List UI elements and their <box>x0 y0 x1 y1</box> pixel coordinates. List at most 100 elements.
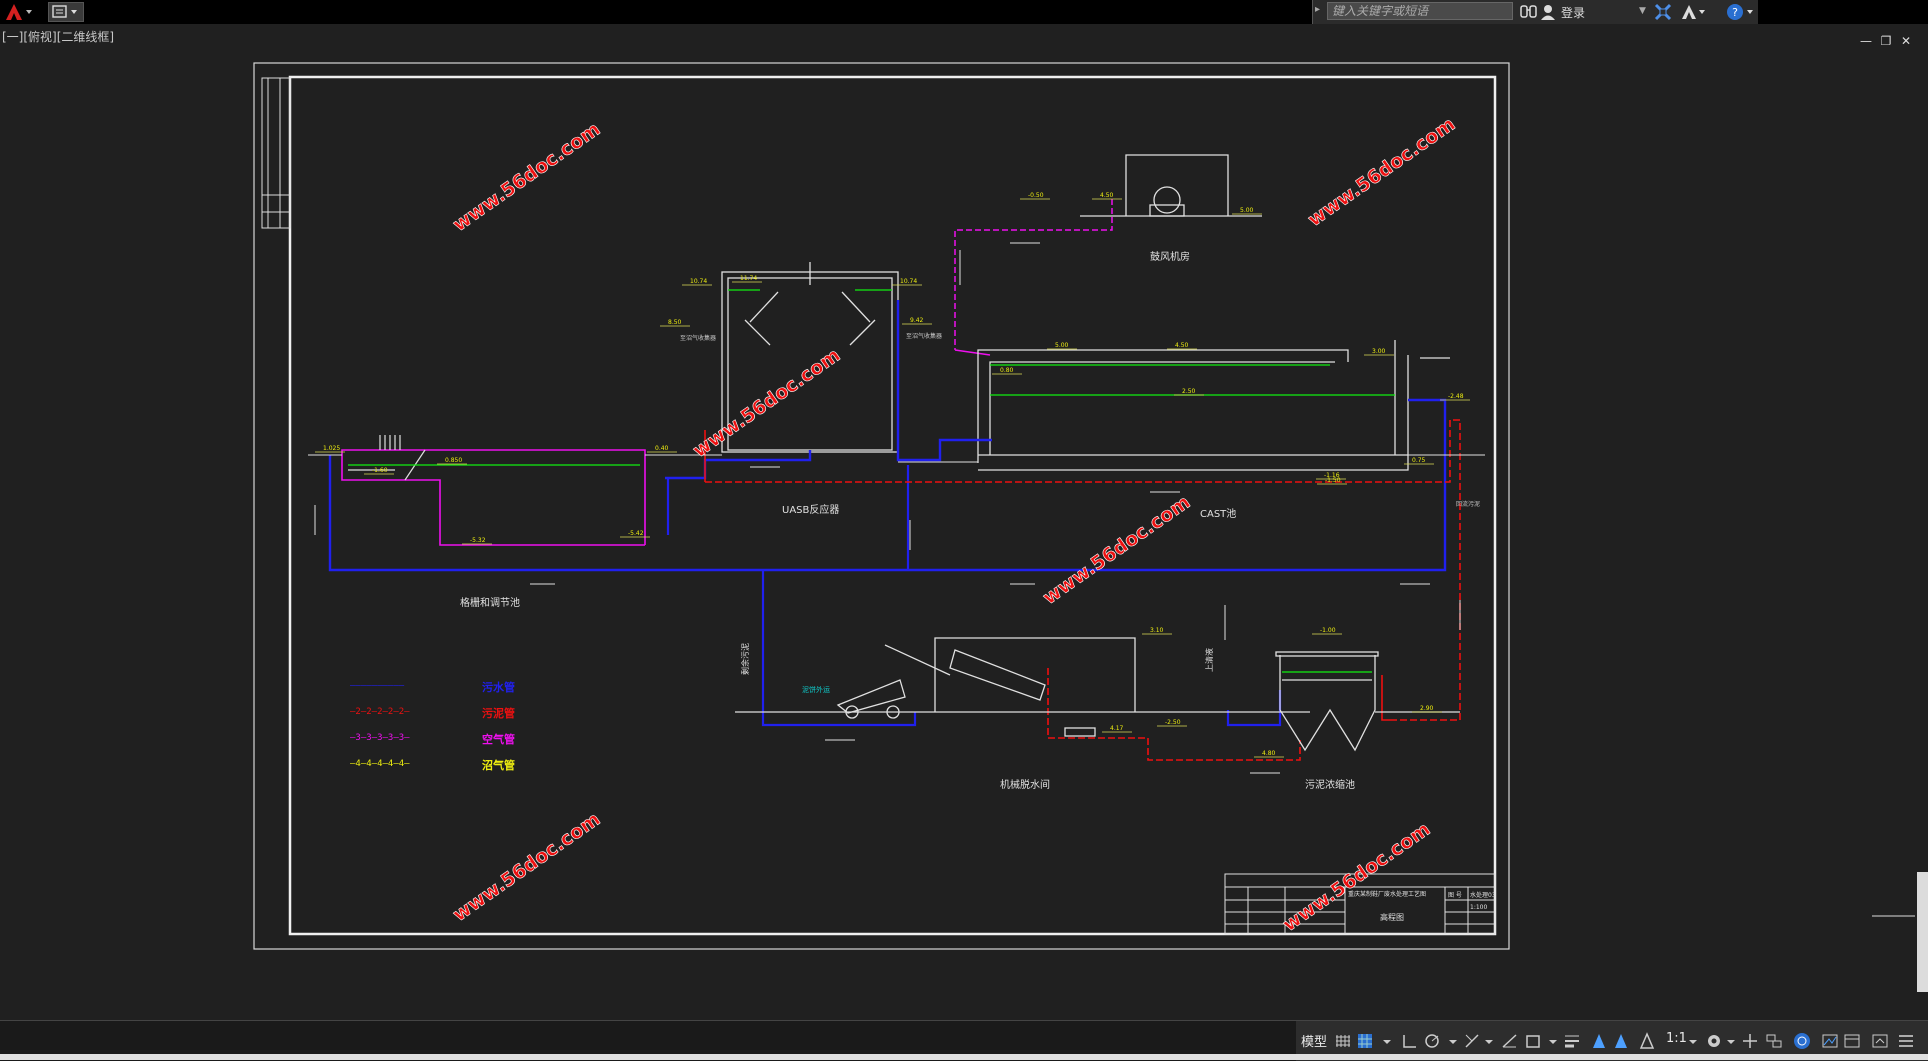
app-menu-button[interactable] <box>2 2 42 22</box>
legend-label: 沼气管 <box>482 758 515 772</box>
chevron-down-icon[interactable]: ▼ <box>1639 6 1646 16</box>
binding-strip <box>261 77 291 229</box>
title-block-sheet: 图 号 <box>1448 892 1462 899</box>
annotation-scale-value[interactable]: 1:1 <box>1666 1031 1687 1046</box>
gear-icon[interactable] <box>1704 1031 1724 1051</box>
grid-tank <box>341 449 646 546</box>
watermark-text: www.56doc.com <box>689 344 844 462</box>
sludge-pipe-main <box>705 419 1461 721</box>
sewage-pipe-uasb-side <box>896 300 992 462</box>
canvas-scrollbar[interactable] <box>1917 872 1928 992</box>
legend-line: —4—4—4—4—4— <box>350 759 410 769</box>
elevation-label: 5.00 <box>1240 207 1254 214</box>
dewatering-label: 机械脱水间 <box>1000 778 1050 791</box>
elevation-label: 0.75 <box>1412 457 1426 464</box>
annotation-monitor-icon[interactable] <box>1590 1031 1610 1051</box>
expand-arrow-icon[interactable]: ▸ <box>1315 4 1321 15</box>
fullscreen-icon[interactable] <box>1870 1031 1890 1051</box>
a360-icon[interactable] <box>1679 2 1707 22</box>
model-space-tab[interactable]: 模型 <box>1301 1035 1328 1050</box>
grid-display-icon[interactable] <box>1334 1031 1354 1051</box>
cast-tank <box>977 340 1450 471</box>
title-block-scale: 1:100 <box>1470 904 1487 911</box>
drawing-canvas[interactable]: 格栅和调节池 UASB反应器 CAST池 鼓风机房 机械脱水间 污泥浓缩池 至沼… <box>0 0 1928 1020</box>
elevation-label: 1.025 <box>323 445 340 452</box>
title-block <box>1224 873 1496 935</box>
chevron-down-icon[interactable] <box>1722 1031 1742 1051</box>
annotation-scale-icon[interactable] <box>1638 1031 1658 1051</box>
elevation-label: 0.80 <box>1000 367 1014 374</box>
sheet-border-outer <box>253 62 1510 950</box>
quick-properties-icon[interactable] <box>1764 1031 1784 1051</box>
cast-label: CAST池 <box>1200 507 1236 520</box>
legend: ——————————污水管—2—2—2—2—2—污泥管—3—3—3—3—3—空气… <box>350 680 515 772</box>
hardware-acceleration-icon[interactable] <box>1820 1031 1840 1051</box>
elevation-label: -1.00 <box>1320 627 1336 634</box>
chevron-down-icon[interactable] <box>1444 1031 1464 1051</box>
lineweight-icon[interactable] <box>1562 1031 1582 1051</box>
elevation-label: 3.00 <box>1372 348 1386 355</box>
elevation-label: 0.850 <box>445 457 462 464</box>
blower-house <box>1080 154 1262 217</box>
object-snap-tracking-icon[interactable] <box>1500 1031 1520 1051</box>
elevation-label: 8.50 <box>668 319 682 326</box>
ortho-icon[interactable] <box>1400 1031 1420 1051</box>
sewage-pipe-main <box>328 455 1447 572</box>
watermark-text: www.56doc.com <box>449 118 604 236</box>
snap-mode-icon[interactable] <box>1356 1031 1376 1051</box>
title-block-project: 重庆某制鞋厂废水处理工艺图 <box>1348 890 1426 898</box>
sludge-pipe-tank <box>1381 675 1390 721</box>
isometric-icon[interactable] <box>1462 1031 1482 1051</box>
elevation-label: 3.10 <box>1150 627 1164 634</box>
biogas-note-right: 至沼气收集器 <box>906 332 942 340</box>
hamburger-menu-icon[interactable] <box>1896 1031 1916 1051</box>
elevation-label: -5.32 <box>470 537 486 544</box>
help-icon[interactable]: ? <box>1725 2 1755 22</box>
watermark-text: www.56doc.com <box>1279 818 1434 936</box>
sludge-pipe-to-house <box>1047 668 1301 761</box>
return-sludge-note: 回流污泥 <box>1456 500 1480 508</box>
elevation-label: 4.50 <box>1175 342 1189 349</box>
chevron-down-icon[interactable] <box>1544 1031 1564 1051</box>
watermark-text: www.56doc.com <box>449 808 604 926</box>
legend-line: —3—3—3—3—3— <box>350 733 410 743</box>
elevation-label: -1.16 <box>1324 472 1340 479</box>
isolate-objects-icon[interactable] <box>1792 1031 1812 1051</box>
clean-screen-icon[interactable] <box>1842 1031 1862 1051</box>
quick-access-button[interactable] <box>48 2 84 22</box>
sludge-thickening-tank <box>1275 651 1460 752</box>
title-block-sheet-no: 水处理03 <box>1470 891 1496 899</box>
chevron-down-icon[interactable] <box>1378 1031 1398 1051</box>
top-toolbar: ▸ 登录 ▼ ? <box>0 0 1928 24</box>
login-label[interactable]: 登录 <box>1561 6 1586 20</box>
elevation-label: 2.90 <box>1420 705 1434 712</box>
close-icon[interactable]: ✕ <box>1900 34 1912 48</box>
legend-label: 污水管 <box>482 680 515 694</box>
elevation-label: 11.74 <box>740 275 757 282</box>
grid-tank-label: 格栅和调节池 <box>460 596 520 609</box>
restore-icon[interactable]: ❐ <box>1880 34 1892 48</box>
sewage-pipe-cast-out <box>1408 398 1447 500</box>
sewage-pipe-uasb <box>665 450 812 480</box>
polar-tracking-icon[interactable] <box>1422 1031 1442 1051</box>
quick-access-icon <box>52 5 77 18</box>
binoculars-icon[interactable] <box>1519 2 1539 22</box>
object-snap-icon[interactable] <box>1524 1031 1544 1051</box>
elevation-label: 4.17 <box>1110 725 1124 732</box>
search-input[interactable] <box>1327 2 1513 20</box>
elevation-label: 10.74 <box>690 278 707 285</box>
exchange-icon[interactable] <box>1653 2 1673 22</box>
elevation-label: -5.42 <box>628 530 644 537</box>
viewport-controls[interactable]: [一][俯视][二维线框] <box>2 30 115 44</box>
annotation-visibility-icon[interactable] <box>1612 1031 1632 1051</box>
user-icon[interactable] <box>1539 2 1557 22</box>
chevron-down-icon[interactable] <box>1480 1031 1500 1051</box>
ground-lines <box>308 454 1485 463</box>
elevation-label: -2.48 <box>1448 393 1464 400</box>
plus-icon[interactable] <box>1740 1031 1760 1051</box>
sewage-pipe-down <box>761 570 917 727</box>
chevron-down-icon[interactable] <box>1684 1031 1704 1051</box>
elevation-label: 0.40 <box>655 445 669 452</box>
minimize-icon[interactable]: — <box>1860 34 1872 48</box>
